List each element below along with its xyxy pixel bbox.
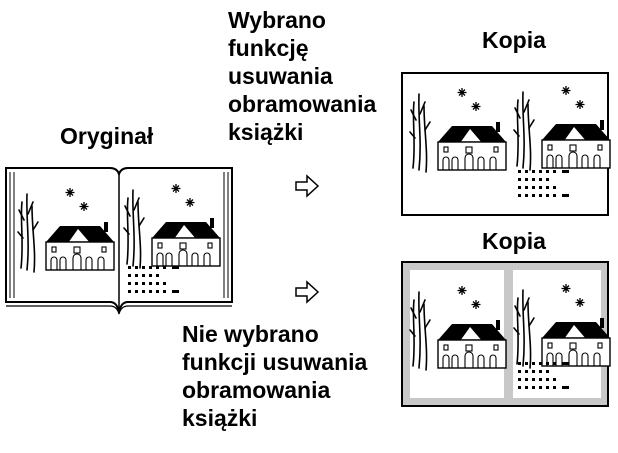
label-selected: Wybrano funkcję usuwania obramowania ksi…: [228, 7, 377, 145]
outline-right-arrow-icon: [295, 281, 319, 303]
outline-right-arrow-icon: [295, 175, 319, 197]
label-not-selected: Nie wybrano funkcji usuwania obramowania…: [182, 321, 368, 431]
copy-clean: [401, 72, 611, 216]
copy-shadowed: [401, 261, 611, 407]
label-copy-top: Kopia: [482, 27, 546, 53]
label-original: Oryginał: [60, 123, 154, 149]
label-copy-bottom: Kopia: [482, 228, 546, 254]
open-book-icon: [5, 167, 233, 315]
